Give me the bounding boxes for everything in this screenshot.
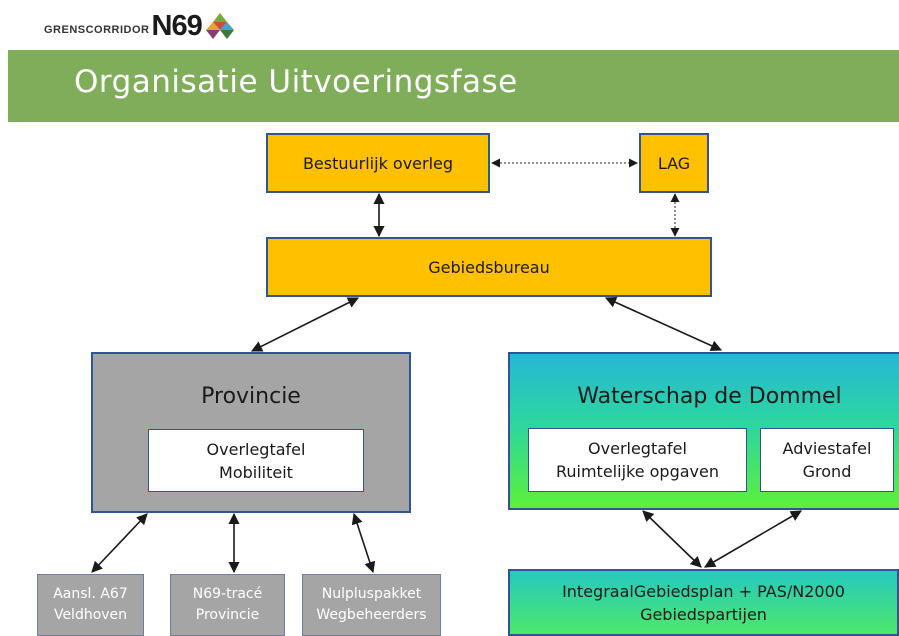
logo: GRENSCORRIDOR N69	[44, 6, 235, 46]
arrow-provincie-aansl	[91, 513, 148, 573]
node-bestuurlijk-overleg-label: Bestuurlijk overleg	[302, 153, 454, 173]
logo-diamond-icon	[205, 13, 234, 39]
integraal-line1: IntegraalGebiedsplan + PAS/N2000	[562, 581, 845, 601]
node-gebiedsbureau: Gebiedsbureau	[266, 237, 712, 297]
adviestafel-grond-line2: Grond	[802, 462, 852, 481]
aansl-line1: Aansl. A67	[53, 586, 128, 602]
node-gebiedsbureau-label: Gebiedsbureau	[428, 257, 550, 277]
node-lag: LAG	[639, 133, 709, 193]
n69trace-line2: Provincie	[195, 607, 260, 623]
overlegtafel-mobiliteit-line2: Mobiliteit	[219, 462, 293, 482]
arrow-waterschap-integraal-left	[642, 510, 702, 568]
node-overlegtafel-ruimtelijk: Overlegtafel Ruimtelijke opgaven	[528, 428, 747, 492]
page-title: Organisatie Uitvoeringsfase	[74, 64, 518, 100]
node-nulpluspakket: Nulpluspakket Wegbeheerders	[302, 574, 441, 636]
node-n69-trace: N69-tracé Provincie	[170, 574, 285, 636]
node-lag-label: LAG	[657, 153, 691, 173]
arrow-provincie-nulplus	[351, 512, 376, 574]
n69trace-line1: N69-tracé	[192, 586, 263, 602]
nulplus-line1: Nulpluspakket	[321, 586, 422, 602]
integraal-line2: Gebiedspartijen	[640, 604, 767, 624]
node-integraal-gebiedsplan: IntegraalGebiedsplan + PAS/N2000 Gebieds…	[508, 569, 899, 636]
node-adviestafel-grond: Adviestafel Grond	[760, 428, 894, 492]
nulplus-line2: Wegbeheerders	[316, 607, 427, 623]
logo-text-small: GRENSCORRIDOR	[44, 24, 150, 36]
node-provincie-title: Provincie	[201, 384, 301, 409]
node-aansl-a67: Aansl. A67 Veldhoven	[37, 574, 144, 636]
adviestafel-grond-line1: Adviestafel	[782, 439, 872, 458]
logo-text-big: N69	[151, 9, 203, 42]
aansl-line2: Veldhoven	[53, 607, 128, 623]
arrow-gebiedsbureau-provincie	[250, 297, 360, 352]
overlegtafel-ruimtelijk-line1: Overlegtafel	[588, 439, 687, 458]
overlegtafel-mobiliteit-line1: Overlegtafel	[206, 439, 306, 459]
node-bestuurlijk-overleg: Bestuurlijk overleg	[266, 133, 490, 193]
arrow-gebiedsbureau-waterschap	[604, 297, 723, 351]
node-overlegtafel-mobiliteit: Overlegtafel Mobiliteit	[148, 429, 364, 492]
node-waterschap-title: Waterschap de Dommel	[577, 384, 842, 409]
arrow-waterschap-integraal-right	[704, 510, 802, 568]
overlegtafel-ruimtelijk-line2: Ruimtelijke opgaven	[555, 462, 719, 481]
title-banner: Organisatie Uitvoeringsfase	[8, 50, 899, 122]
